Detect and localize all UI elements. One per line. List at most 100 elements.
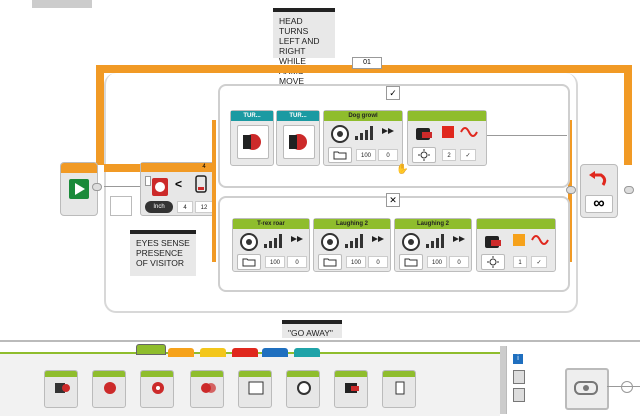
folder-icon[interactable]	[399, 254, 423, 270]
motor-block-2[interactable]: TUR...	[276, 110, 320, 166]
loop-end-plug	[566, 186, 576, 194]
sound-volume[interactable]: 100	[356, 149, 376, 161]
switch-op: <	[175, 177, 182, 191]
play-type-icon	[380, 125, 396, 141]
brick-icon	[483, 232, 503, 252]
motor-block-2-title: TUR...	[277, 111, 319, 121]
palette-sound[interactable]	[286, 370, 320, 408]
palette-tab-6[interactable]	[294, 348, 320, 357]
sound-play-type[interactable]: 0	[287, 256, 307, 268]
switch-sensor-block[interactable]: 4 < Inch 4 12	[140, 162, 216, 216]
light-bulb-icon[interactable]	[412, 147, 436, 163]
start-block[interactable]	[60, 162, 98, 216]
volume-icon	[263, 233, 283, 249]
switch-mode-badge[interactable]: Inch	[145, 201, 173, 213]
light-pulse-check[interactable]: ✓	[531, 256, 547, 268]
palette-tab-5[interactable]	[262, 348, 288, 357]
sound-play-text: 0	[295, 260, 299, 266]
switch-port[interactable]: 4	[195, 163, 213, 172]
pulse-icon	[531, 232, 549, 248]
palette-tab-1[interactable]	[136, 344, 166, 355]
start-plug	[92, 183, 102, 191]
speaker-icon	[401, 232, 421, 252]
sound-block-dog-growl[interactable]: Dog growl 100 0	[323, 110, 403, 166]
folder-icon[interactable]	[318, 254, 342, 270]
switch-threshold[interactable]: 12	[195, 201, 213, 213]
sound-block-trex[interactable]: T-rex roar 100 0	[232, 218, 310, 272]
sound-volume[interactable]: 100	[346, 256, 366, 268]
motor-block-1[interactable]: TUR...	[230, 110, 274, 166]
sound-block-laughing-1[interactable]: Laughing 2 100 0	[313, 218, 391, 272]
sound-title-dog-growl: Dog growl	[324, 111, 402, 121]
loop-label[interactable]: 01	[352, 57, 382, 69]
loop-end-block[interactable]: ∞	[580, 164, 618, 218]
sound-play-type[interactable]: 0	[449, 256, 469, 268]
play-type-icon	[370, 233, 386, 249]
speaker-icon	[330, 124, 350, 144]
light-red-icon	[442, 126, 454, 138]
switch-compare-value[interactable]: 4	[177, 201, 193, 213]
sound-play-type[interactable]: 0	[378, 149, 398, 161]
right-panel-divider[interactable]	[500, 346, 506, 414]
branch-true-tab[interactable]: ✓	[386, 86, 400, 100]
palette-brick-light[interactable]	[334, 370, 368, 408]
palette-move-steering[interactable]	[140, 370, 174, 408]
branch-false-tab[interactable]: ✕	[386, 193, 400, 207]
switch-compare-text: 4	[183, 205, 187, 211]
light-bulb-icon[interactable]	[481, 254, 505, 270]
brick-light-head	[477, 219, 555, 229]
info-icon[interactable]: i	[513, 354, 523, 364]
switch-op-text: <	[175, 177, 183, 191]
palette-stop[interactable]	[382, 370, 416, 408]
palette-medium-motor[interactable]	[44, 370, 78, 408]
sound-volume[interactable]: 100	[265, 256, 285, 268]
light-orange-icon	[513, 234, 525, 246]
speaker-icon	[320, 232, 340, 252]
sound-play-type[interactable]: 0	[368, 256, 388, 268]
loop-infinity[interactable]: ∞	[585, 195, 613, 213]
list-icon[interactable]	[513, 388, 525, 402]
motor-block-1-title: TUR...	[231, 111, 273, 121]
switch-mode-text: Inch	[153, 204, 165, 210]
comment-go-away[interactable]: "GO AWAY"	[282, 320, 342, 338]
sound-title-laughing-1: Laughing 2	[314, 219, 390, 229]
loop-right-band	[624, 65, 632, 165]
folder-icon[interactable]	[237, 254, 261, 270]
top-tab[interactable]	[32, 0, 92, 8]
sound-play-text: 0	[376, 260, 380, 266]
palette-display[interactable]	[238, 370, 272, 408]
switch-bracket-left	[212, 120, 216, 262]
sound-volume[interactable]: 100	[427, 256, 447, 268]
switch-sensor-icon	[149, 176, 171, 198]
folder-icon[interactable]	[328, 147, 352, 163]
volume-icon	[425, 233, 445, 249]
light-pulse-check[interactable]: ✓	[460, 149, 476, 161]
right-panel: i	[506, 346, 640, 414]
brick-light-block-top[interactable]: 2 ✓	[407, 110, 487, 166]
palette-tab-2[interactable]	[168, 348, 194, 357]
light-color-value[interactable]: 1	[513, 256, 527, 268]
loop-left-band	[96, 65, 104, 165]
brick-light-head	[408, 111, 486, 121]
top-branch-wire	[487, 135, 567, 136]
loop-return-icon	[589, 171, 609, 189]
hardware-icon[interactable]	[513, 370, 525, 384]
palette-large-motor[interactable]	[92, 370, 126, 408]
start-play-icon[interactable]	[69, 179, 89, 199]
comment-go-away-text: "GO AWAY"	[288, 328, 333, 338]
loop-frame	[104, 73, 578, 313]
palette-tab-4[interactable]	[232, 348, 258, 357]
sound-block-laughing-2[interactable]: Laughing 2 100 0	[394, 218, 472, 272]
switch-port-text: 4	[202, 164, 206, 170]
comment-head-turns[interactable]: HEAD TURNS LEFT AND RIGHT WHILE ARMS MOV…	[273, 8, 335, 86]
switch-mode-icon[interactable]	[145, 176, 151, 186]
brick-light-block-bottom[interactable]: 1 ✓	[476, 218, 556, 272]
play-type-icon	[451, 233, 467, 249]
comment-eyes-sense[interactable]: EYES SENSE PRESENCE OF VISITOR	[130, 230, 196, 276]
speaker-icon	[239, 232, 259, 252]
palette-tab-3[interactable]	[200, 348, 226, 357]
sound-title-trex: T-rex roar	[233, 219, 309, 229]
light-color-value[interactable]: 2	[442, 149, 456, 161]
palette-move-tank[interactable]	[190, 370, 224, 408]
wire-connector	[104, 186, 140, 187]
